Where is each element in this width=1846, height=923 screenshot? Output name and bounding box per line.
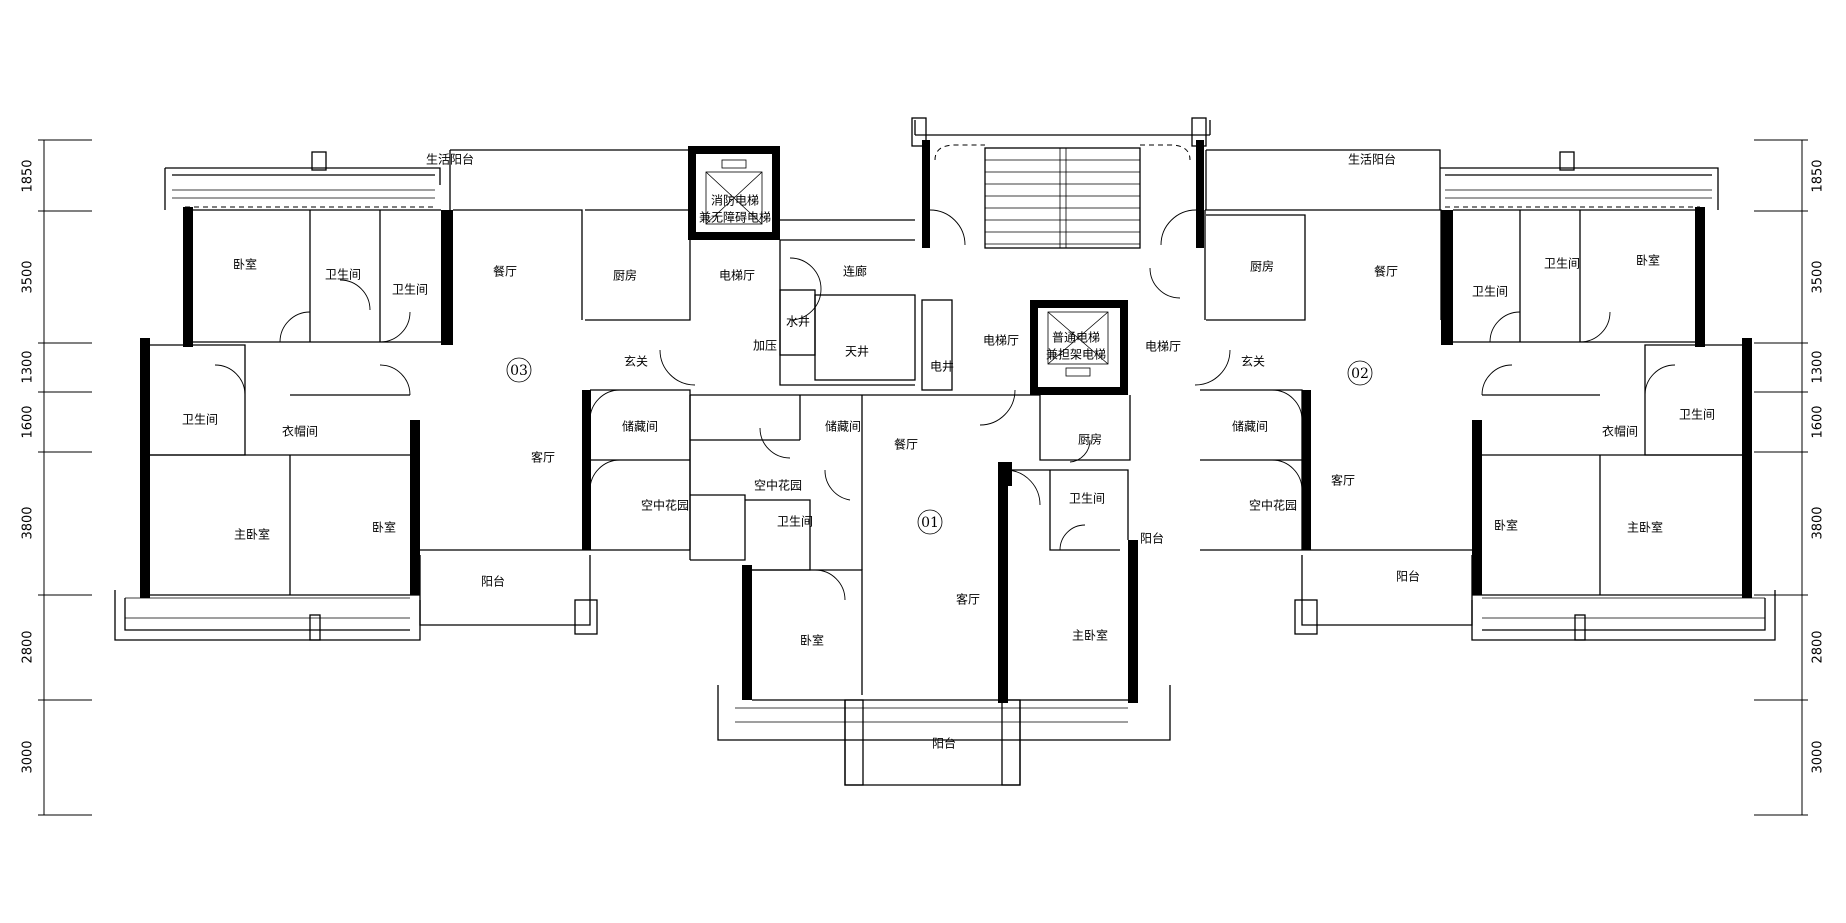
unit-03: 生活阳台 卧室 卫生间 卫生间 餐厅 厨房 卫生间 衣帽间 玄关 客厅 储藏间 … xyxy=(114,149,696,641)
label-u2-closet: 衣帽间 xyxy=(1602,424,1638,439)
dim-right-6: 2800 xyxy=(1811,630,1826,663)
label-u3-sky-garden: 空中花园 xyxy=(641,498,689,513)
dim-right-7: 3000 xyxy=(1811,740,1826,773)
label-u3-bath-b: 卫生间 xyxy=(392,283,428,297)
label-u2-bedroom: 卧室 xyxy=(1494,518,1518,533)
label-u3-kitchen: 厨房 xyxy=(613,268,637,283)
label-u1-bedroom: 卧室 xyxy=(800,633,824,648)
label-u3-bedroom: 卧室 xyxy=(372,520,396,535)
unit-01-label: 01 xyxy=(921,515,939,531)
label-u3-closet: 衣帽间 xyxy=(282,424,318,439)
dim-right-1: 1850 xyxy=(1811,159,1826,192)
label-u3-master: 主卧室 xyxy=(234,527,270,542)
label-u1-balcony: 阳台 xyxy=(932,736,956,751)
label-u3-balcony: 阳台 xyxy=(481,574,505,589)
label-u2-balcony: 阳台 xyxy=(1396,569,1420,584)
label-u2-bedroom-top: 卧室 xyxy=(1636,253,1660,268)
label-fire-elevator-2: 兼无障碍电梯 xyxy=(699,210,771,225)
label-lobby-right: 电梯厅 xyxy=(1145,340,1181,354)
core: 消防电梯 兼无障碍电梯 普通电梯 兼担架电梯 电梯厅 连廊 水井 xyxy=(688,117,1211,426)
dim-right-2: 3500 xyxy=(1811,260,1826,293)
label-u2-bath-c: 卫生间 xyxy=(1679,408,1715,422)
label-elec-shaft: 电井 xyxy=(930,360,954,374)
dim-right-5: 3800 xyxy=(1811,506,1826,539)
dim-right-3: 1300 xyxy=(1811,350,1826,383)
label-corridor: 连廊 xyxy=(843,264,867,279)
label-std-elevator-1: 普通电梯 xyxy=(1052,331,1100,345)
label-u1-bath: 卫生间 xyxy=(777,515,813,529)
label-u1-storage: 储藏间 xyxy=(825,419,861,434)
label-u3-bath-a: 卫生间 xyxy=(325,268,361,282)
label-pressure: 加压 xyxy=(753,339,777,353)
label-u2-foyer: 玄关 xyxy=(1241,354,1265,369)
label-water-shaft: 水井 xyxy=(786,315,810,329)
label-u2-living: 客厅 xyxy=(1331,473,1355,488)
label-u1-master: 主卧室 xyxy=(1072,628,1108,643)
label-u3-living-balcony: 生活阳台 xyxy=(426,152,474,167)
label-u1-dining: 餐厅 xyxy=(894,437,918,452)
label-u3-storage: 储藏间 xyxy=(622,419,658,434)
label-light-well: 天井 xyxy=(845,345,869,359)
dimension-right: 1850 3500 1300 1600 3800 2800 3000 xyxy=(1754,139,1826,816)
dim-left-2: 3500 xyxy=(21,260,36,293)
label-u3-bedroom-top: 卧室 xyxy=(233,257,257,272)
label-u2-kitchen: 厨房 xyxy=(1250,259,1274,274)
dim-left-5: 3800 xyxy=(21,506,36,539)
dimension-left: 1850 3500 1300 1600 3800 2800 3000 xyxy=(21,139,92,816)
label-u2-living-balcony: 生活阳台 xyxy=(1348,152,1396,167)
dim-left-6: 2800 xyxy=(21,630,36,663)
dim-left-4: 1600 xyxy=(21,405,36,438)
label-u2-storage: 储藏间 xyxy=(1232,419,1268,434)
label-u2-bath-b: 卫生间 xyxy=(1544,257,1580,271)
label-u2-master: 主卧室 xyxy=(1627,520,1663,535)
label-u1-kitchen: 厨房 xyxy=(1078,432,1102,447)
unit-03-label: 03 xyxy=(510,363,528,379)
label-u1-balcony-small: 阳台 xyxy=(1140,531,1164,546)
unit-01-marker xyxy=(917,509,943,535)
label-u2-bath-a: 卫生间 xyxy=(1472,285,1508,299)
label-lobby-mid: 电梯厅 xyxy=(983,334,1019,348)
label-u3-foyer: 玄关 xyxy=(624,354,648,369)
dim-left-7: 3000 xyxy=(21,740,36,773)
dim-left-1: 1850 xyxy=(21,159,36,192)
label-u2-dining: 餐厅 xyxy=(1374,264,1398,279)
label-u3-living: 客厅 xyxy=(531,450,555,465)
unit-02-label: 02 xyxy=(1351,366,1369,382)
dim-left-3: 1300 xyxy=(21,350,36,383)
label-u3-dining: 餐厅 xyxy=(493,264,517,279)
label-u2-sky-garden: 空中花园 xyxy=(1249,498,1297,513)
unit-02: 生活阳台 厨房 餐厅 卫生间 卫生间 卧室 玄关 储藏间 空中花园 客厅 衣帽间… xyxy=(1194,149,1776,641)
label-u3-bath-c: 卫生间 xyxy=(182,413,218,427)
dim-right-4: 1600 xyxy=(1811,405,1826,438)
label-std-elevator-2: 兼担架电梯 xyxy=(1046,348,1106,362)
unit-02-marker xyxy=(1347,360,1373,386)
label-u1-bath-b: 卫生间 xyxy=(1069,492,1105,506)
unit-03-marker xyxy=(506,357,532,383)
label-lobby-left: 电梯厅 xyxy=(719,269,755,283)
label-u1-sky-garden: 空中花园 xyxy=(754,478,802,493)
label-u1-living: 客厅 xyxy=(956,592,980,607)
unit-01: 储藏间 空中花园 卫生间 餐厅 厨房 卫生间 阳台 客厅 卧室 主卧室 阳台 0… xyxy=(689,395,1171,786)
label-fire-elevator-1: 消防电梯 xyxy=(711,193,759,208)
